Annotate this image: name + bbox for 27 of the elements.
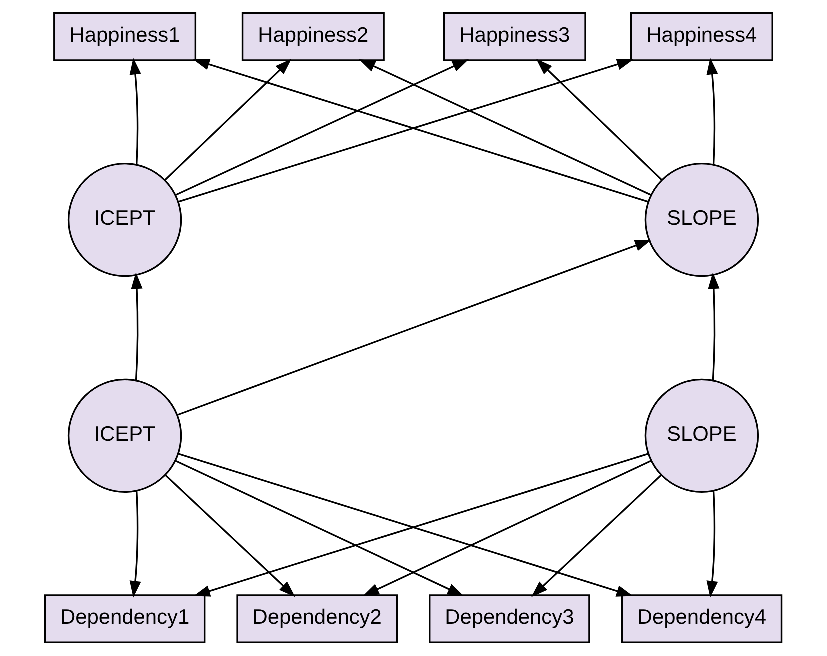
- node-box: Dependency1: [44, 594, 206, 644]
- arrow: [130, 491, 142, 598]
- node-box: Dependency2: [236, 594, 398, 644]
- arrow: [165, 474, 296, 598]
- arrow: [362, 460, 652, 596]
- arrow: [536, 58, 663, 181]
- arrow: [175, 460, 464, 596]
- node-circle: SLOPE: [644, 162, 760, 278]
- arrow: [706, 491, 718, 598]
- node-box: Happiness2: [242, 12, 385, 62]
- arrow: [177, 240, 652, 416]
- arrow: [359, 59, 652, 196]
- node-circle: ICEPT: [68, 162, 182, 278]
- node-box: Happiness1: [54, 12, 197, 62]
- arrow: [706, 58, 718, 165]
- node-circle: SLOPE: [644, 378, 760, 494]
- node-circle: ICEPT: [68, 378, 182, 494]
- arrow: [708, 272, 720, 380]
- arrow: [164, 58, 292, 181]
- node-box: Happiness3: [443, 12, 586, 62]
- arrow: [175, 59, 470, 196]
- node-box: Dependency4: [621, 594, 783, 644]
- node-box: Dependency3: [429, 594, 590, 644]
- arrow: [130, 58, 142, 165]
- arrow: [532, 474, 662, 598]
- arrow: [131, 272, 143, 380]
- node-box: Happiness4: [630, 12, 774, 62]
